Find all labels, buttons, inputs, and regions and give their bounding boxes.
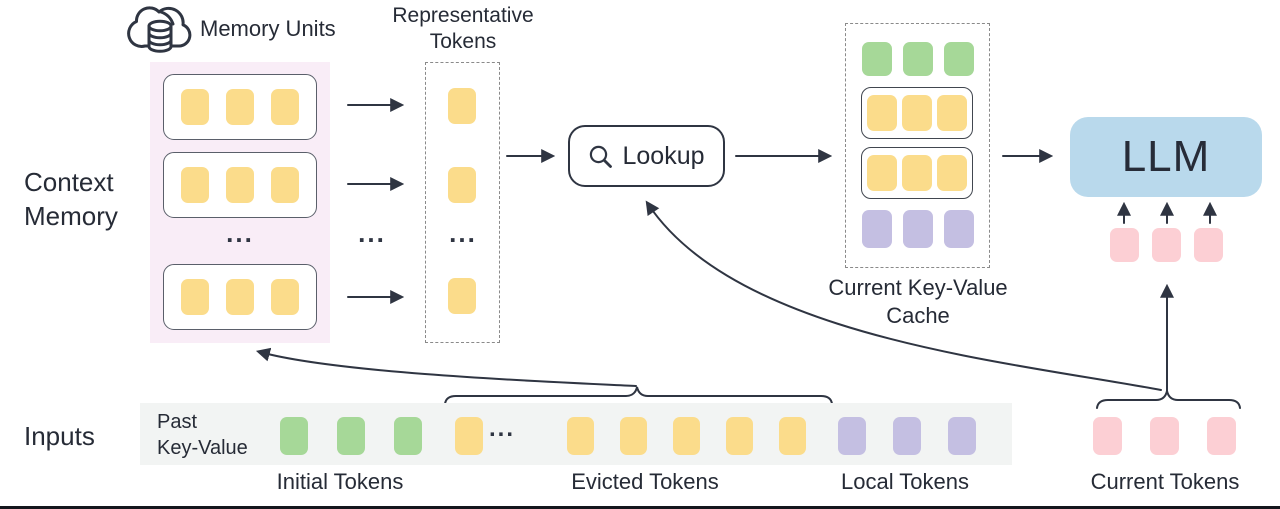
past-kv-label: Past Key-Value [157,409,248,461]
cache-token [902,95,932,131]
current-token [1207,417,1236,455]
cache-row-memory-unit-2 [861,147,973,199]
memory-token [271,279,299,315]
lookup-button: Lookup [568,125,725,187]
evicted-token-first [455,417,483,455]
initial-token [280,417,308,455]
representative-tokens-label: Representative Tokens [372,3,554,54]
cache-row-initial [862,42,974,76]
memory-token [271,89,299,125]
brace-current-tokens [1096,390,1241,409]
current-token [1093,417,1122,455]
current-token [1150,417,1179,455]
memory-token [181,279,209,315]
memory-unit-1 [163,74,317,140]
cloud-database-icon [127,6,192,53]
brace-evicted-tokens [444,386,833,405]
search-icon [590,145,613,168]
llm-input-tokens [1110,228,1223,262]
cache-token [862,210,892,248]
current-kv-cache-label: Current Key-Value Cache [820,274,1016,330]
lookup-label: Lookup [622,141,705,170]
context-memory-label: Context Memory [24,165,118,234]
evicted-token [726,417,753,455]
cache-token [902,155,932,191]
memory-token [181,89,209,125]
local-token [948,417,976,455]
evicted-tokens-group [567,417,806,455]
bottom-rule [0,506,1280,509]
cache-row-memory-unit-1 [861,87,973,139]
arrow-evicted-to-memory [255,347,637,387]
representative-tokens-line2: Tokens [429,29,497,53]
memory-units-ellipsis: ... [226,218,254,248]
context-memory-line2: Memory [24,201,118,232]
arrows-column-ellipsis: ... [358,218,386,248]
evicted-token [567,417,594,455]
representative-tokens-line1: Representative [392,4,534,27]
memory-token [226,89,254,125]
cache-token [944,210,974,248]
llm-input-token [1152,228,1181,262]
cache-token [867,95,897,131]
context-memory-line1: Context [24,167,114,197]
initial-token [337,417,365,455]
memory-unit-3 [163,264,317,330]
representative-tokens-ellipsis: ... [449,218,477,248]
llm-input-token [1194,228,1223,262]
memory-units-label: Memory Units [200,16,336,41]
representative-token [448,278,476,314]
evicted-tokens-ellipsis: ... [488,415,515,442]
memory-token [226,279,254,315]
representative-token [448,88,476,124]
cache-token [862,42,892,76]
memory-token [271,167,299,203]
cache-token [937,95,967,131]
initial-token [394,417,422,455]
cache-label-line1: Current Key-Value [828,275,1008,300]
past-kv-line2: Key-Value [157,437,248,459]
evicted-tokens-label: Evicted Tokens [571,469,719,494]
current-tokens-label: Current Tokens [1090,469,1240,494]
cache-token [937,155,967,191]
llm-label: LLM [1121,132,1211,181]
cache-token [903,210,933,248]
cache-token [903,42,933,76]
current-tokens-group [1093,417,1236,455]
memory-token [181,167,209,203]
representative-token [448,167,476,203]
evicted-token [673,417,700,455]
llm-box: LLM [1070,117,1262,197]
cache-token [867,155,897,191]
inputs-label: Inputs [24,421,95,451]
past-kv-line1: Past [157,411,198,433]
current-kv-cache-box [845,23,990,268]
local-tokens-group [838,417,976,455]
memory-unit-2 [163,152,317,218]
memory-token [226,167,254,203]
local-token [893,417,921,455]
representative-tokens-box [425,62,500,343]
cache-row-local [862,210,974,248]
evicted-token [779,417,806,455]
initial-tokens-group [280,417,422,455]
cache-token [944,42,974,76]
cache-label-line2: Cache [886,303,950,329]
local-token [838,417,866,455]
llm-input-token [1110,228,1139,262]
local-tokens-label: Local Tokens [840,469,969,494]
initial-tokens-label: Initial Tokens [276,469,404,494]
evicted-token [620,417,647,455]
evicted-token [455,417,483,455]
